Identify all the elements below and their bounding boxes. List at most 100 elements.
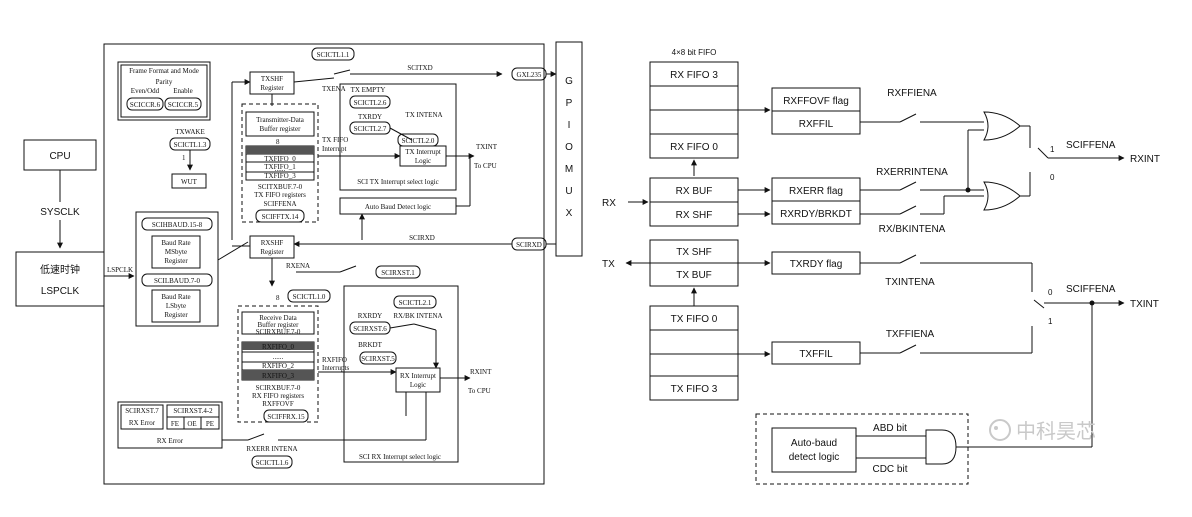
rxshf-label: RXSHF (261, 239, 284, 247)
gpiomux-letter-u: U (565, 186, 572, 197)
tx-data-buffer-line2: Buffer register (260, 125, 302, 133)
auto-baud-box (771, 427, 857, 473)
rx-interrupt-select-box (343, 285, 459, 463)
scitxbuf-label: SCITXBUF.7-0 (258, 183, 303, 191)
scictl2-6-label: SCICTL2.6 (354, 99, 387, 107)
rx-data-buffer-line3: SCIRXBUF.7-0 (256, 328, 301, 336)
gpio-rx-label: SCIRXD (516, 241, 542, 249)
txrdy-flag-label: TXRDY flag (790, 259, 843, 270)
scihbaud-label: SCIHBAUD.15-8 (152, 221, 203, 229)
fe-label: FE (171, 420, 179, 428)
txint-label: TXINT (476, 143, 498, 151)
scirxst7-label: SCIRXST.7 (125, 407, 159, 415)
rx-pin-label: RX (602, 198, 616, 209)
txfifo-3: TXFIFO_3 (264, 172, 296, 180)
baud-lsb-line1: Baud Rate (161, 293, 190, 301)
rxffil-label: RXFFIL (799, 119, 834, 130)
scictl2-0-label: SCICTL2.0 (402, 137, 435, 145)
scirxst5-label: SCIRXST.5 (361, 355, 395, 363)
pe-label: PE (206, 420, 214, 428)
wut-box (171, 173, 207, 189)
rx-data-buffer-line2: Buffer register (258, 321, 300, 329)
rx-shf-label: RX SHF (676, 210, 713, 221)
scirxst1-label: SCIRXST.1 (381, 269, 415, 277)
rxrdy-label: RXRDY (358, 312, 383, 320)
sciffena-left-label: SCIFFENA (263, 200, 296, 208)
gpiomux-letter-x: X (566, 208, 573, 219)
wut-label: WUT (181, 178, 198, 186)
auto-baud-line2: detect logic (789, 452, 840, 463)
baud-msb-line2: MSbyte (165, 248, 187, 256)
sciccr5-label: SCICCR.5 (168, 101, 199, 109)
scictl2-1-label: SCICTL2.1 (399, 299, 432, 307)
rxerr-intena-label: RXERR INTENA (246, 445, 297, 453)
auto-baud-label: Auto Baud Detect logic (365, 203, 431, 211)
watermark-text: 中科昊芯 (1016, 419, 1096, 443)
gpiomux-letter-o: O (565, 142, 573, 153)
tx-fifo-stack (649, 305, 739, 401)
rx-error-block (117, 401, 223, 449)
sciffrx15-label: SCIFFRX.15 (267, 413, 305, 421)
sciccr6-label: SCICCR.6 (130, 101, 161, 109)
rxffovf-flag-label: RXFFOVF flag (783, 96, 849, 107)
gpio-mux-letters: G P I O M U X (565, 76, 573, 219)
scictl1-3-label: SCICTL1.3 (174, 141, 207, 149)
rxerrintena-label: RXERRINTENA (876, 167, 948, 178)
switch-top-zero: 0 (1050, 173, 1055, 182)
tx-interrupt-select-box (339, 83, 457, 191)
sciffena-bottom-label: SCIFFENA (1066, 284, 1116, 295)
rx-fifo-3-label: RX FIFO 3 (670, 70, 718, 81)
scictl1-1-label: SCICTL1.1 (317, 51, 350, 59)
right-diagram-labels: 4×8 bit FIFO RX FIFO 3 RX FIFO 0 RX BUF … (602, 48, 1160, 475)
lspclk-label: LSPCLK (41, 286, 80, 297)
gpiomux-letter-m: M (565, 164, 573, 175)
txfifo-registers-label: TX FIFO registers (254, 191, 306, 199)
abd-bit-label: ABD bit (873, 423, 907, 434)
switch-bottom-zero: 0 (1048, 288, 1053, 297)
baud-msb-line3: Register (164, 257, 188, 265)
gpio-mux-box (555, 41, 583, 257)
gpiomux-letter-g: G (565, 76, 573, 87)
cdc-bit-label: CDC bit (872, 464, 907, 475)
rx-or-gate-top (983, 111, 1021, 141)
scitxd-label: SCITXD (407, 64, 432, 72)
rxint-label: RXINT (1130, 154, 1160, 165)
scictl1-6-label: SCICTL1.6 (256, 459, 289, 467)
lspclk-cn-label: 低速时钟 (40, 263, 80, 276)
baud-rate-block (135, 211, 219, 327)
enable-label: Enable (173, 87, 192, 95)
rx-fifo-0-label: RX FIFO 0 (670, 142, 718, 153)
rxint-to-cpu: To CPU (468, 387, 491, 395)
rxshf-register-label: Register (260, 248, 284, 256)
gpiomux-letter-i: I (568, 120, 571, 131)
tx-int-logic-line1: TX Interrupt (405, 148, 441, 156)
cpu-label: CPU (49, 151, 70, 162)
rx-bk-intena-label: RX/BK INTENA (393, 312, 442, 320)
sysclk-label: SYSCLK (40, 207, 80, 218)
rx-select-logic-label: SCI RX Interrupt select logic (359, 453, 441, 461)
tx-int-logic-line2: Logic (415, 157, 431, 165)
gpiomux-letter-p: P (566, 98, 573, 109)
even-odd-label: Even/Odd (131, 87, 160, 95)
txwake-label: TXWAKE (175, 128, 205, 136)
parity-label: Parity (156, 78, 173, 86)
txint-label: TXINT (1130, 299, 1159, 310)
rx-error-label: RX Error (157, 437, 184, 445)
frame-format-title: Frame Format and Mode (129, 67, 199, 75)
lspclk-input-label: LSPCLK (107, 266, 133, 274)
switch-top-one: 1 (1050, 145, 1055, 154)
sci-module-outline (103, 43, 545, 485)
rx-interrupt-logic (395, 367, 441, 393)
scirxd-label: SCIRXD (409, 234, 435, 242)
rxfifo-registers-label: RX FIFO registers (252, 392, 304, 400)
txrdy-label: TXRDY (358, 113, 382, 121)
rxffiena-label: RXFFIENA (887, 88, 937, 99)
rx-int-logic-line2: Logic (410, 381, 426, 389)
rx-data-buffer-line1: Receive Data (259, 314, 297, 322)
scirxst6-label: SCIRXST.6 (353, 325, 387, 333)
rxfifo-int-line1: RXFIFO (322, 356, 347, 364)
watermark-logo-icon (989, 419, 1011, 441)
txshf-label: TXSHF (261, 75, 283, 83)
